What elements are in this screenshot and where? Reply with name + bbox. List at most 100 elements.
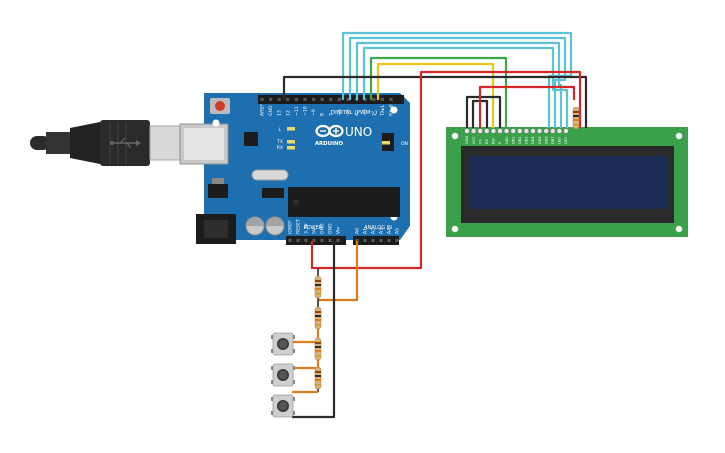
usb-symbol-icon: [110, 137, 141, 149]
lcd-pin-label: LED: [558, 137, 562, 144]
model-label: UNO: [345, 125, 372, 139]
capacitor: [265, 216, 285, 236]
pin-hole[interactable]: [336, 238, 340, 242]
led-on-label: ON: [401, 141, 408, 147]
pin-hole[interactable]: [355, 238, 359, 242]
pin-hole[interactable]: [372, 97, 376, 101]
lcd-pin[interactable]: [523, 128, 530, 134]
lcd-pin[interactable]: [536, 128, 543, 134]
digital-pin-label: ~10: [303, 106, 309, 116]
pin-hole[interactable]: [363, 238, 367, 242]
pin-hole[interactable]: [286, 97, 290, 101]
pin-hole[interactable]: [387, 238, 391, 242]
led-rx-label: RX: [277, 145, 283, 151]
digital-pin-holes[interactable]: [260, 97, 393, 101]
bottom-pin-holes[interactable]: [288, 238, 399, 242]
lcd-pin[interactable]: [497, 128, 503, 134]
lcd-pin[interactable]: [484, 128, 490, 134]
resistor[interactable]: [314, 337, 322, 361]
digital-header-label: DIGITAL (PWM~): [331, 110, 377, 116]
lcd-pin[interactable]: [503, 128, 510, 134]
lcd-pin-label: DB4: [531, 136, 535, 144]
pin-hole[interactable]: [395, 238, 399, 242]
push-button-2[interactable]: [270, 363, 296, 387]
pin-hole[interactable]: [303, 97, 307, 101]
pin-hole[interactable]: [371, 238, 375, 242]
analog-pin-label: A3: [379, 228, 385, 234]
lcd-pin-label: RW: [492, 138, 496, 144]
power-pin-label: GND: [320, 223, 326, 234]
digital-pin-label: 7: [328, 113, 334, 116]
pin-hole[interactable]: [320, 97, 324, 101]
lcd-pin-label: DB7: [551, 136, 555, 144]
pin-hole[interactable]: [296, 238, 300, 242]
led-l-label: L: [278, 127, 281, 133]
analog-pin-label: A5: [395, 228, 401, 234]
digital-pin-label: ~9: [311, 109, 317, 116]
lcd-pin-label: DB0: [505, 136, 509, 144]
usb-cable[interactable]: [30, 120, 185, 166]
lcd-pin[interactable]: [510, 128, 516, 134]
lcd-pin[interactable]: [556, 128, 563, 134]
pin-hole[interactable]: [329, 97, 333, 101]
pin-hole[interactable]: [328, 238, 332, 242]
pin-hole[interactable]: [294, 97, 298, 101]
arduino-board[interactable]: DIGITAL (PWM~) POWER ANALOG IN L TX RX O…: [179, 93, 410, 245]
lcd-pin-label: DB1: [511, 136, 515, 144]
pin-hole[interactable]: [320, 238, 324, 242]
pin-hole[interactable]: [288, 238, 292, 242]
arduino-logo: [315, 124, 344, 138]
digital-pin-label: 4: [354, 113, 360, 116]
lcd-pin-header[interactable]: [464, 128, 569, 134]
resistor[interactable]: [314, 366, 322, 390]
pin-hole[interactable]: [389, 97, 393, 101]
pin-hole[interactable]: [346, 97, 350, 101]
power-header-label: POWER: [304, 225, 323, 231]
lcd-pin[interactable]: [470, 128, 477, 134]
pin-hole[interactable]: [337, 97, 341, 101]
pin-hole[interactable]: [269, 97, 273, 101]
lcd-pin[interactable]: [477, 128, 483, 134]
wire-d2-db7: [362, 46, 569, 128]
pin-hole[interactable]: [260, 97, 264, 101]
power-pin-label: GND: [328, 223, 334, 234]
pin-hole[interactable]: [363, 97, 367, 101]
pin-hole[interactable]: [304, 238, 308, 242]
push-button-3[interactable]: [270, 394, 296, 418]
wire-gnd-top: [282, 75, 588, 128]
digital-pin-label: RX◂0: [389, 104, 395, 116]
digital-pin-label: TX▸1: [380, 105, 386, 117]
digital-pin-label: 2: [371, 113, 377, 116]
led-tx-label: TX: [276, 139, 283, 145]
resistor[interactable]: [314, 275, 322, 299]
resistor-backlight[interactable]: [572, 106, 580, 130]
lcd-pin[interactable]: [550, 128, 556, 134]
lcd-pin[interactable]: [490, 128, 497, 134]
lcd-pin[interactable]: [530, 128, 536, 134]
analog-pin-label: A0: [355, 228, 361, 234]
wire-gnd-buttons: [292, 241, 336, 419]
pin-hole[interactable]: [312, 238, 316, 242]
pin-hole[interactable]: [277, 97, 281, 101]
resistor[interactable]: [314, 306, 322, 330]
power-pin-label: 5V: [312, 227, 318, 234]
lcd-pin[interactable]: [517, 128, 523, 134]
power-pin-label: 3.3V: [304, 223, 310, 234]
lcd-pin[interactable]: [543, 128, 549, 134]
pin-hole[interactable]: [380, 97, 384, 101]
push-button-1[interactable]: [270, 332, 296, 356]
pin-hole[interactable]: [379, 238, 383, 242]
lcd-pin-label: VCC: [472, 136, 476, 144]
lcd-pin[interactable]: [464, 128, 470, 134]
digital-pin-label: 13: [277, 110, 283, 116]
digital-pin-label: 8: [320, 113, 326, 116]
pin-hole[interactable]: [312, 97, 316, 101]
lcd-pin[interactable]: [563, 128, 569, 134]
digital-pin-label: ~11: [294, 106, 300, 116]
wire-d3-db6: [355, 41, 563, 128]
reset-button[interactable]: [210, 98, 230, 114]
microcontroller-chip: [288, 187, 400, 217]
lcd-pin-label: DB3: [525, 136, 529, 144]
